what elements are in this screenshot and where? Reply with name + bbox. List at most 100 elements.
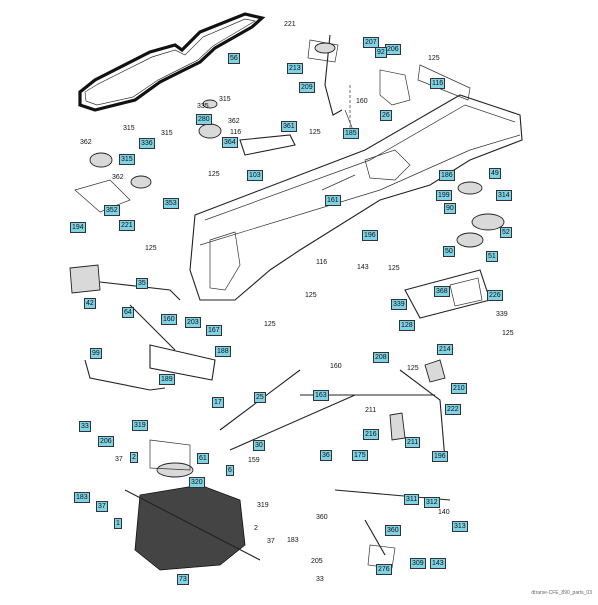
drive-belt-56 bbox=[78, 12, 266, 112]
callout-203: 203 bbox=[185, 317, 201, 328]
callout-194: 194 bbox=[70, 222, 86, 233]
callout-36: 36 bbox=[320, 450, 332, 461]
pulley-right-low bbox=[456, 232, 484, 248]
pulley-right-large bbox=[471, 213, 505, 231]
rod-163 bbox=[229, 394, 356, 451]
bracket-206 bbox=[379, 69, 411, 106]
pulley-61 bbox=[156, 462, 194, 478]
mount-319 bbox=[149, 439, 191, 471]
callout-30: 30 bbox=[253, 440, 265, 451]
callout-125: 125 bbox=[407, 365, 419, 372]
callout-353: 353 bbox=[163, 198, 179, 209]
callout-125: 125 bbox=[309, 129, 321, 136]
callout-312: 312 bbox=[424, 497, 440, 508]
callout-360: 360 bbox=[316, 514, 328, 521]
callout-2: 2 bbox=[254, 525, 258, 532]
callout-125: 125 bbox=[208, 171, 220, 178]
callout-208: 208 bbox=[373, 352, 389, 363]
callout-37: 37 bbox=[96, 501, 108, 512]
callout-314: 314 bbox=[496, 190, 512, 201]
callout-143: 143 bbox=[357, 264, 369, 271]
pulley-left-mid bbox=[130, 175, 152, 189]
callout-1: 1 bbox=[114, 518, 122, 529]
callout-209: 209 bbox=[299, 82, 315, 93]
callout-315: 315 bbox=[161, 130, 173, 137]
callout-276: 276 bbox=[376, 564, 392, 575]
callout-362: 362 bbox=[228, 118, 240, 125]
callout-189: 189 bbox=[159, 374, 175, 385]
frame-front-plate bbox=[209, 231, 241, 291]
callout-56: 56 bbox=[228, 53, 240, 64]
callout-280: 280 bbox=[196, 114, 212, 125]
callout-52: 52 bbox=[500, 227, 512, 238]
callout-125: 125 bbox=[388, 265, 400, 272]
callout-206: 206 bbox=[98, 436, 114, 447]
callout-361: 361 bbox=[281, 121, 297, 132]
drive-belt-56-inner bbox=[84, 18, 256, 106]
lever-35 bbox=[99, 281, 181, 301]
callout-17: 17 bbox=[212, 397, 224, 408]
callout-37: 37 bbox=[115, 456, 123, 463]
grip-42 bbox=[69, 264, 101, 294]
callout-92: 92 bbox=[375, 47, 387, 58]
callout-160: 160 bbox=[161, 314, 177, 325]
callout-161: 161 bbox=[325, 195, 341, 206]
callout-183: 183 bbox=[74, 492, 90, 503]
callout-2: 2 bbox=[130, 452, 138, 463]
pedal-arm-210 bbox=[399, 369, 446, 461]
pulley-center-hub bbox=[202, 99, 218, 109]
callout-315: 315 bbox=[219, 96, 231, 103]
callout-368: 368 bbox=[434, 286, 450, 297]
idler-bracket-352 bbox=[74, 179, 131, 213]
pedal-214 bbox=[424, 359, 446, 383]
main-frame-rail bbox=[204, 104, 516, 221]
callout-206: 206 bbox=[385, 44, 401, 55]
callout-116: 116 bbox=[430, 78, 446, 89]
callout-163: 163 bbox=[313, 390, 329, 401]
callout-140: 140 bbox=[438, 509, 450, 516]
callout-33: 33 bbox=[79, 421, 91, 432]
callout-211: 211 bbox=[405, 437, 421, 448]
callout-364: 364 bbox=[222, 137, 238, 148]
callout-160: 160 bbox=[330, 363, 342, 370]
callout-313: 313 bbox=[452, 521, 468, 532]
callout-73: 73 bbox=[177, 574, 189, 585]
callout-335: 335 bbox=[197, 103, 209, 110]
callout-116: 116 bbox=[316, 259, 328, 266]
callout-125: 125 bbox=[502, 330, 514, 337]
callout-213: 213 bbox=[287, 63, 303, 74]
callout-211: 211 bbox=[365, 407, 377, 414]
assembly-188 bbox=[149, 344, 216, 381]
callout-186: 186 bbox=[439, 170, 455, 181]
callout-360: 360 bbox=[385, 525, 401, 536]
frame-cutout bbox=[364, 149, 411, 181]
callout-125: 125 bbox=[428, 55, 440, 62]
callout-336: 336 bbox=[139, 138, 155, 149]
callout-185: 185 bbox=[343, 128, 359, 139]
callout-183: 183 bbox=[287, 537, 299, 544]
callout-362: 362 bbox=[112, 174, 124, 181]
callout-90: 90 bbox=[444, 203, 456, 214]
footer-code: dtrarse-CFE_890_parts_03 bbox=[531, 590, 592, 596]
callout-216: 216 bbox=[363, 429, 379, 440]
callout-309: 309 bbox=[410, 558, 426, 569]
callout-311: 311 bbox=[404, 494, 420, 505]
frame-hitch bbox=[417, 64, 471, 101]
callout-50: 50 bbox=[443, 246, 455, 257]
pulley-center-top bbox=[198, 123, 222, 139]
callout-61: 61 bbox=[197, 453, 209, 464]
knob-207 bbox=[314, 42, 336, 54]
callout-116: 116 bbox=[230, 129, 242, 136]
main-frame-rail-lower bbox=[199, 134, 521, 246]
callout-6: 6 bbox=[226, 465, 234, 476]
callout-214: 214 bbox=[437, 344, 453, 355]
callout-160: 160 bbox=[356, 98, 368, 105]
rod-99 bbox=[84, 359, 166, 391]
shaft-64 bbox=[129, 304, 176, 351]
callout-143: 143 bbox=[430, 558, 446, 569]
callout-339: 339 bbox=[391, 299, 407, 310]
callout-33: 33 bbox=[316, 576, 324, 583]
idler-arm-361 bbox=[239, 134, 296, 156]
callout-128: 128 bbox=[399, 320, 415, 331]
